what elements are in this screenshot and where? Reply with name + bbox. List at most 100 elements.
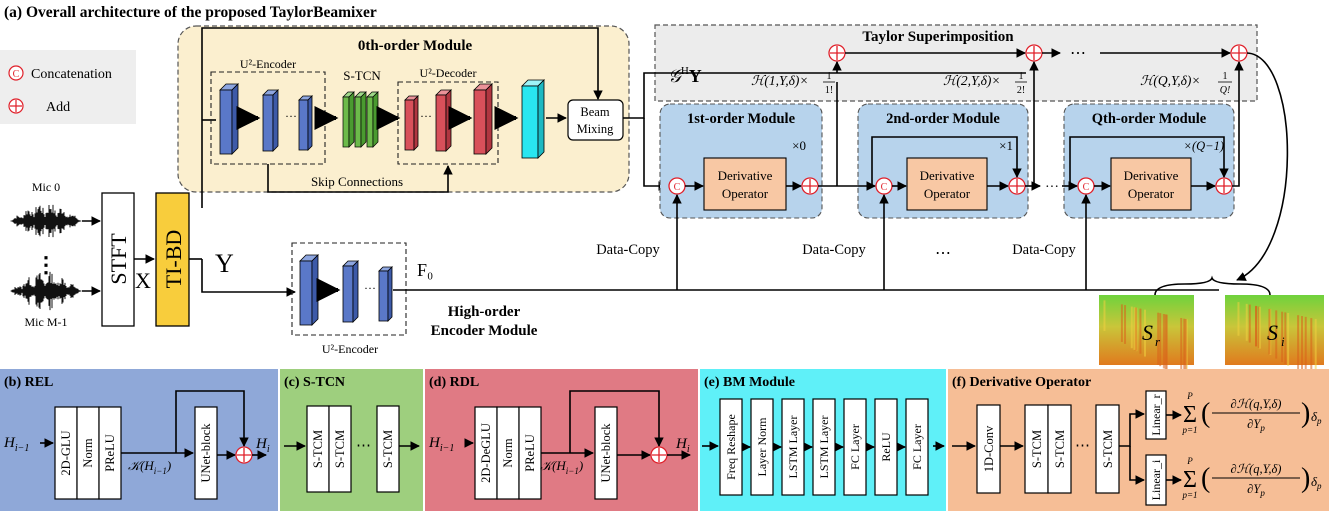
- svg-text:2D-DeGLU: 2D-DeGLU: [479, 423, 493, 483]
- svg-text:∂ℋ(q,Y,δ): ∂ℋ(q,Y,δ): [1231, 397, 1282, 411]
- svg-text:S-TCM: S-TCM: [1101, 430, 1115, 468]
- mic-m1-label: Mic M-1: [25, 315, 68, 329]
- high-order-title-1: High-order: [448, 304, 521, 320]
- svg-text:Hi−1: Hi−1: [3, 435, 29, 454]
- svg-text:Qth-order Module: Qth-order Module: [1092, 111, 1207, 127]
- module-2-concat: C: [875, 177, 893, 195]
- svg-text:2D-GLU: 2D-GLU: [59, 430, 73, 475]
- panel-rdl: (d) RDL Hi−1 2D-DeGLU Norm PReLU 𝒦(Hi−1)…: [425, 369, 698, 511]
- concatenation-icon: [8, 65, 24, 81]
- svg-text:∂ℋ(q,Y,δ): ∂ℋ(q,Y,δ): [1231, 462, 1282, 476]
- panel-rel: (b) REL Hi−1 2D-GLU Norm PReLU 𝒦(Hi−1) U…: [0, 369, 278, 511]
- module-q-concat: C: [1077, 177, 1095, 195]
- svg-text:S: S: [1267, 320, 1278, 345]
- concat-symbol: C: [13, 69, 20, 80]
- svg-text:C: C: [881, 182, 888, 193]
- module-1-concat: C: [668, 177, 686, 195]
- svg-text:Hi: Hi: [675, 436, 690, 455]
- svg-text:UNet-block: UNet-block: [599, 423, 613, 483]
- high-order-encoder-block-2: [342, 260, 359, 323]
- svg-text:(e) BM Module: (e) BM Module: [704, 375, 795, 390]
- taylor-add-2: [1025, 44, 1043, 62]
- data-copy-1: Data-Copy: [596, 242, 660, 258]
- encoder-block-1: [219, 83, 239, 155]
- svg-text:S-TCM: S-TCM: [381, 430, 395, 468]
- svg-text:C: C: [1083, 182, 1090, 193]
- module-2-add: [1008, 177, 1026, 195]
- cyan-output-block: [521, 79, 545, 159]
- mic-0-waveform: [10, 204, 82, 238]
- svg-text:S-TCM: S-TCM: [1030, 430, 1044, 468]
- decoder-block-3: [473, 83, 493, 155]
- first-order-module: 1st-order Module ×0 Derivative Operator: [659, 103, 823, 219]
- svg-text:(: (: [1201, 398, 1210, 429]
- beam-mixing-block: [567, 99, 624, 141]
- svg-text:2!: 2!: [1017, 85, 1025, 96]
- svg-text:STFT: STFT: [106, 233, 131, 285]
- svg-text:(f) Derivative Operator: (f) Derivative Operator: [952, 375, 1091, 390]
- svg-text:S: S: [1142, 320, 1153, 345]
- zeroth-module-title: 0th-order Module: [358, 38, 473, 54]
- taylor-term-1: ℋ(1,Y,δ)×: [751, 73, 809, 88]
- mic-m1-waveform: [10, 271, 82, 311]
- taylor-add-1: [828, 44, 846, 62]
- bm-block-label: LSTM Layer: [786, 416, 800, 479]
- decoder-block-1: [404, 95, 419, 151]
- skip-connections-label: Skip Connections: [311, 174, 403, 189]
- f0-label: F₀: [417, 260, 433, 280]
- svg-text:Mixing: Mixing: [577, 122, 615, 136]
- bm-block-label: Layer Norm: [755, 417, 769, 477]
- sum-formula-imag: P Σ p=1 ( ∂ℋ(q,Y,δ) ∂Yp ) δp: [1181, 456, 1322, 500]
- svg-text:1!: 1!: [825, 85, 833, 96]
- svg-text:𝒦(Hi−1): 𝒦(Hi−1): [540, 458, 583, 476]
- svg-text:Norm: Norm: [501, 438, 515, 467]
- bm-block-label: LSTM Layer: [817, 416, 831, 479]
- svg-text:Hi: Hi: [255, 436, 270, 455]
- high-order-encoder-block-1: [299, 254, 319, 326]
- svg-text:Beam: Beam: [580, 105, 609, 119]
- bm-block-label: FC Layer: [910, 424, 924, 470]
- y-label: Y: [215, 249, 234, 278]
- svg-text:×1: ×1: [999, 138, 1013, 153]
- spectrogram-imag: S i: [1225, 295, 1324, 383]
- qth-order-module: Qth-order Module ×(Q−1) Derivative Opera…: [1063, 103, 1235, 219]
- svg-text:∂Yp: ∂Yp: [1247, 482, 1265, 498]
- svg-text:P: P: [1186, 456, 1193, 466]
- svg-text:S-TCM: S-TCM: [1053, 430, 1067, 468]
- svg-text:Operator: Operator: [1128, 186, 1175, 201]
- svg-text:1st-order Module: 1st-order Module: [687, 111, 796, 127]
- svg-text:δp: δp: [1311, 409, 1322, 426]
- stcn-blocks: [342, 91, 379, 148]
- svg-text:1: 1: [827, 71, 832, 82]
- svg-text:1: 1: [1019, 71, 1024, 82]
- svg-text:p=1: p=1: [1181, 425, 1197, 435]
- legend-concatenation: Concatenation: [31, 67, 112, 82]
- mic-dots: ⋮: [35, 252, 57, 277]
- svg-text:Hi−1: Hi−1: [428, 435, 454, 454]
- svg-text:Derivative: Derivative: [920, 168, 975, 183]
- svg-text:(d) RDL: (d) RDL: [429, 375, 479, 390]
- figure-title: (a) Overall architecture of the proposed…: [4, 4, 377, 21]
- svg-text:∂Yp: ∂Yp: [1247, 417, 1265, 433]
- taylor-term-2: ℋ(2,Y,δ)×: [943, 73, 1001, 88]
- svg-text:): ): [1301, 398, 1310, 429]
- middle-ellipsis: ⋯: [935, 245, 951, 262]
- svg-text:Linear_r: Linear_r: [1149, 394, 1163, 435]
- svg-text:PReLU: PReLU: [103, 434, 117, 472]
- svg-text:p=1: p=1: [1181, 490, 1197, 500]
- svg-text:2nd-order Module: 2nd-order Module: [886, 111, 1000, 127]
- taylor-add-q: [1230, 44, 1248, 62]
- svg-text:𝒦(Hi−1): 𝒦(Hi−1): [128, 458, 171, 476]
- stcn-label: S-TCN: [343, 68, 381, 83]
- panel-derivative: (f) Derivative Operator 1D-Conv S-TCM S-…: [948, 369, 1329, 511]
- bm-block-label: Freq Reshape: [724, 414, 738, 480]
- high-order-title-2: Encoder Module: [431, 323, 538, 339]
- svg-text:C: C: [674, 182, 681, 193]
- svg-text:i: i: [1281, 334, 1285, 349]
- u2-decoder-label: U²-Decoder: [420, 66, 477, 80]
- svg-text:TI-BD: TI-BD: [161, 230, 186, 289]
- taylor-title: Taylor Superimposition: [862, 29, 1014, 45]
- svg-text:S-TCM: S-TCM: [333, 430, 347, 468]
- svg-text:UNet-block: UNet-block: [199, 423, 213, 483]
